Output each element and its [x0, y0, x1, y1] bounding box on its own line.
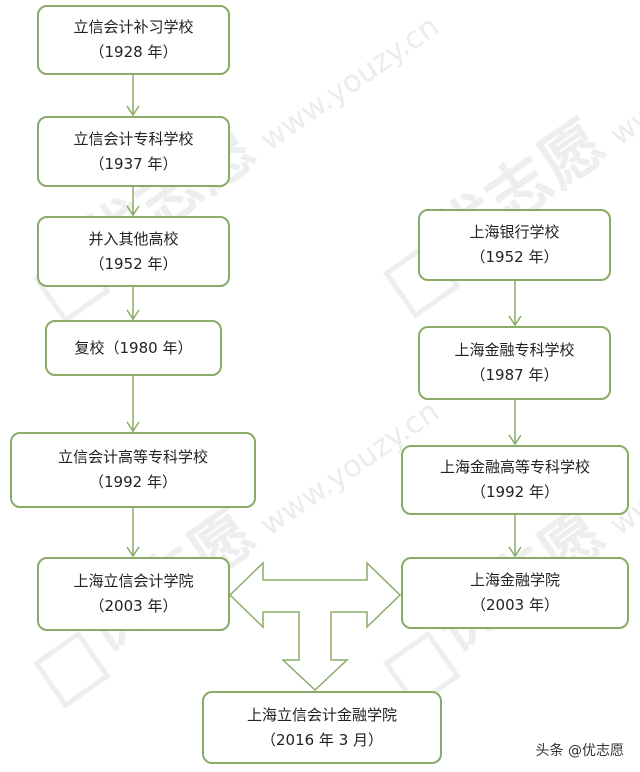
node-merged-institute: 上海立信会计金融学院 （2016 年 3 月）: [202, 691, 442, 764]
node-name: 上海金融专科学校: [454, 341, 575, 359]
node-date: （2003 年）: [471, 596, 559, 614]
node-date: （1952 年）: [470, 248, 559, 266]
node-date: （2003 年）: [89, 597, 178, 615]
node-date: （1952 年）: [89, 254, 178, 273]
node-shanghai-finance-zhuanke: 上海金融专科学校 （1987 年）: [418, 326, 611, 400]
node-shanghai-finance-college: 上海金融高等专科学校 （1992 年）: [401, 445, 629, 515]
footer-credit: 头条 @优志愿: [535, 743, 624, 759]
node-name: 并入其他高校: [88, 229, 179, 248]
node-name: 上海银行学校: [469, 223, 560, 241]
node-date: （1987 年）: [470, 366, 559, 384]
node-shanghai-finance-institute: 上海金融学院 （2003 年）: [401, 557, 629, 629]
node-name: 复校（1980 年）: [74, 338, 193, 357]
node-name: 上海金融高等专科学校: [439, 458, 590, 476]
node-shanghai-bank-school: 上海银行学校 （1952 年）: [418, 209, 611, 281]
node-reopened: 复校（1980 年）: [45, 320, 222, 376]
node-date: （1992 年）: [89, 473, 177, 491]
node-lixin-buxi-school: 立信会计补习学校 （1928 年）: [37, 5, 230, 75]
node-lixin-college: 立信会计高等专科学校 （1992 年）: [10, 432, 256, 508]
node-date: （1937 年）: [89, 154, 178, 173]
node-name: 上海金融学院: [469, 571, 560, 589]
node-shanghai-lixin-institute: 上海立信会计学院 （2003 年）: [37, 557, 230, 631]
node-date: （1992 年）: [471, 483, 559, 501]
node-date: （1928 年）: [89, 43, 178, 61]
node-name: 立信会计专科学校: [73, 129, 194, 148]
node-name: 上海立信会计学院: [73, 572, 194, 590]
node-date: （2016 年 3 月）: [260, 730, 384, 749]
node-name: 立信会计补习学校: [73, 18, 194, 36]
node-lixin-zhuanke-school: 立信会计专科学校 （1937 年）: [37, 116, 230, 187]
node-merged-into-other: 并入其他高校 （1952 年）: [37, 216, 230, 287]
node-name: 立信会计高等专科学校: [57, 448, 208, 466]
node-name: 上海立信会计金融学院: [246, 705, 397, 724]
